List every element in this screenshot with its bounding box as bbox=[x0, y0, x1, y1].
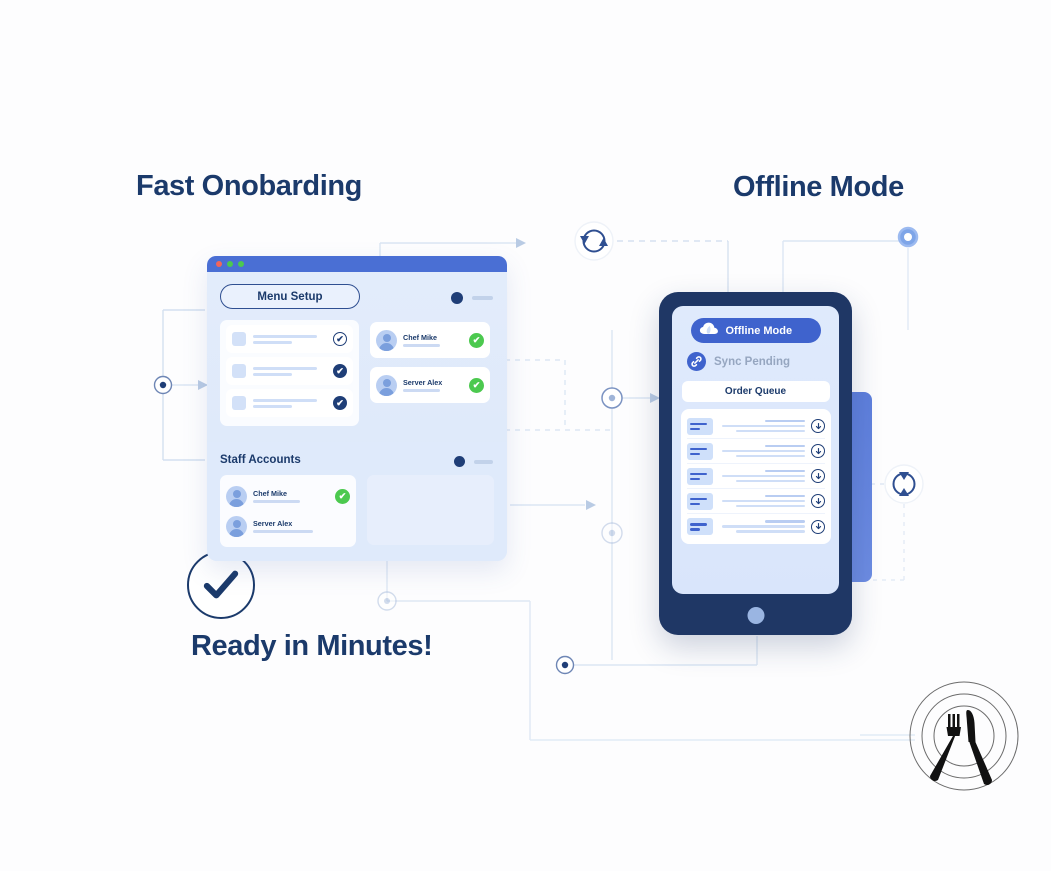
avatar-dot-icon bbox=[451, 292, 463, 304]
home-button[interactable] bbox=[747, 607, 764, 624]
window-maximize-dot[interactable] bbox=[238, 261, 244, 267]
avatar-dot-icon bbox=[454, 456, 465, 467]
page-title-offline-mode: Offline Mode bbox=[733, 171, 904, 203]
item-text-placeholder bbox=[253, 366, 326, 376]
staff-meta: Server Alex bbox=[403, 378, 463, 392]
list-item[interactable]: Server Alex bbox=[226, 511, 350, 541]
download-icon[interactable] bbox=[811, 469, 825, 483]
sync-node-right bbox=[884, 464, 924, 504]
avatar bbox=[376, 329, 397, 351]
list-item[interactable]: ✔ bbox=[226, 389, 353, 417]
table-row[interactable] bbox=[687, 439, 825, 464]
browser-titlebar bbox=[207, 256, 507, 272]
cloud-icon bbox=[699, 321, 719, 341]
plate-fork-knife-icon bbox=[908, 676, 1020, 806]
staff-accounts-body: Chef Mike ✔ Server Alex bbox=[220, 475, 494, 547]
order-text-placeholder bbox=[719, 469, 805, 483]
sync-status-row: Sync Pending bbox=[687, 352, 830, 371]
order-thumbnail bbox=[687, 417, 713, 435]
dot-node-bottom bbox=[555, 655, 575, 675]
table-row[interactable] bbox=[687, 489, 825, 514]
order-thumbnail bbox=[687, 467, 713, 485]
staff-name: Chef Mike bbox=[253, 489, 287, 498]
menu-setup-section: Menu Setup ✔ bbox=[207, 272, 507, 436]
link-icon bbox=[687, 352, 706, 371]
order-text-placeholder bbox=[719, 494, 805, 508]
status-badge: ✔ bbox=[469, 377, 484, 393]
order-thumbnail bbox=[687, 518, 713, 535]
page-title-fast-onboarding: Fast Onobarding bbox=[136, 170, 363, 202]
staff-meta: Chef Mike bbox=[403, 333, 463, 347]
staff-meta: Server Alex bbox=[253, 519, 350, 533]
tablet-screen: Offline Mode Sync Pending Order Queue bbox=[672, 306, 839, 594]
offline-mode-label: Offline Mode bbox=[725, 324, 793, 337]
order-queue-header: Order Queue bbox=[681, 381, 830, 402]
order-thumbnail bbox=[687, 492, 713, 510]
download-icon[interactable] bbox=[811, 519, 825, 534]
status-badge: ✔ bbox=[335, 488, 351, 504]
avatar bbox=[226, 515, 247, 537]
menu-checklist: ✔ ✔ ✔ bbox=[220, 320, 359, 426]
list-item[interactable]: Server Alex ✔ bbox=[370, 367, 490, 403]
browser-window-mockup: Menu Setup ✔ bbox=[207, 256, 507, 561]
list-item[interactable]: ✔ bbox=[226, 357, 353, 385]
item-thumbnail bbox=[232, 364, 246, 378]
page-title-ready-in-minutes: Ready in Minutes! bbox=[191, 630, 433, 662]
item-text-placeholder bbox=[253, 334, 326, 344]
check-icon[interactable]: ✔ bbox=[333, 332, 347, 346]
check-icon bbox=[187, 551, 255, 619]
list-item[interactable]: ✔ bbox=[226, 325, 353, 353]
staff-accounts-section: Staff Accounts Chef Mike ✔ bbox=[207, 442, 507, 561]
table-row[interactable] bbox=[687, 414, 825, 439]
download-icon[interactable] bbox=[811, 444, 825, 458]
order-text-placeholder bbox=[719, 520, 805, 533]
tablet-device-mockup: Offline Mode Sync Pending Order Queue bbox=[659, 292, 852, 635]
dot-node-offline bbox=[897, 226, 919, 248]
dot-node-left bbox=[153, 375, 173, 395]
window-close-dot[interactable] bbox=[216, 261, 222, 267]
staff-section-account-indicator bbox=[454, 456, 493, 467]
staff-meta: Chef Mike bbox=[253, 489, 329, 503]
window-minimize-dot[interactable] bbox=[227, 261, 233, 267]
download-icon[interactable] bbox=[811, 494, 825, 508]
dot-node-mid-upper bbox=[601, 387, 623, 409]
avatar bbox=[226, 485, 247, 507]
check-icon[interactable]: ✔ bbox=[333, 364, 347, 378]
order-text-placeholder bbox=[719, 444, 805, 458]
check-icon[interactable]: ✔ bbox=[333, 396, 347, 410]
name-placeholder bbox=[474, 459, 493, 464]
menu-setup-pill[interactable]: Menu Setup bbox=[220, 284, 360, 309]
item-thumbnail bbox=[232, 332, 246, 346]
download-icon[interactable] bbox=[811, 419, 825, 433]
staff-name: Server Alex bbox=[253, 519, 293, 528]
table-row[interactable] bbox=[687, 464, 825, 489]
avatar bbox=[376, 374, 397, 396]
staff-name: Chef Mike bbox=[403, 333, 437, 342]
table-row[interactable] bbox=[687, 514, 825, 539]
dot-node-mid-lower bbox=[601, 522, 623, 544]
menu-columns: ✔ ✔ ✔ bbox=[220, 320, 494, 426]
section-title: Staff Accounts bbox=[220, 454, 301, 466]
staff-name: Server Alex bbox=[403, 378, 443, 387]
staff-accounts-list: Chef Mike ✔ Server Alex bbox=[220, 475, 357, 547]
staff-preview-cards: Chef Mike ✔ Server Alex ✔ bbox=[370, 320, 490, 426]
list-item[interactable]: Chef Mike ✔ bbox=[226, 481, 351, 511]
list-item[interactable]: Chef Mike ✔ bbox=[370, 322, 490, 358]
order-text-placeholder bbox=[719, 419, 805, 433]
dot-node-lower-left bbox=[377, 591, 397, 611]
order-thumbnail bbox=[687, 442, 713, 460]
sync-status-label: Sync Pending bbox=[714, 355, 791, 368]
item-text-placeholder bbox=[253, 398, 326, 408]
name-placeholder bbox=[472, 296, 493, 300]
sync-node-top bbox=[574, 221, 614, 261]
status-badge: ✔ bbox=[469, 332, 484, 348]
menu-section-account-indicator bbox=[451, 292, 493, 304]
status-badge-offline-mode[interactable]: Offline Mode bbox=[690, 318, 821, 343]
order-queue-list bbox=[681, 409, 831, 544]
item-thumbnail bbox=[232, 396, 246, 410]
empty-panel-placeholder bbox=[367, 475, 494, 545]
